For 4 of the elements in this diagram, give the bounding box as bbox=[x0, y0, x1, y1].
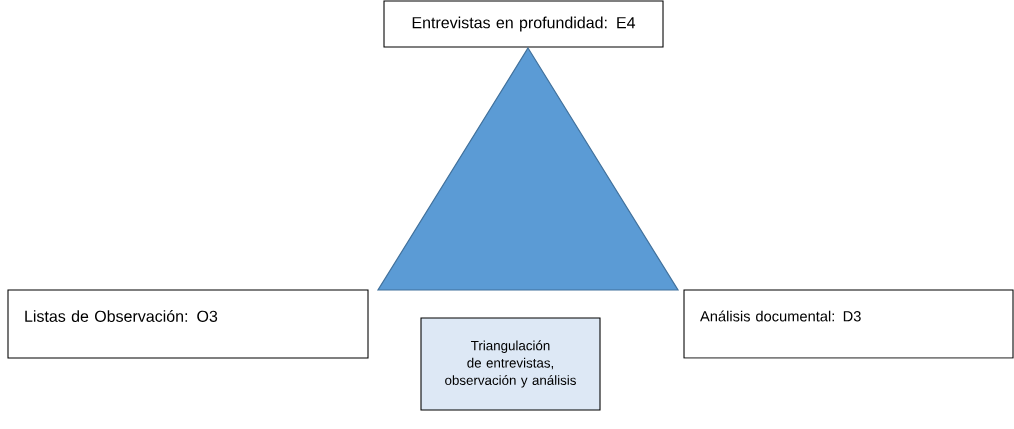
text-box: Entrevistas en profundidad: E4 bbox=[383, 0, 664, 48]
text-box: Listas de Observación: O3 bbox=[7, 289, 369, 359]
text-box: Triangulación de entrevistas, observación y análisis bbox=[420, 317, 601, 411]
text-box: Análisis documental: D3 bbox=[683, 289, 1014, 359]
